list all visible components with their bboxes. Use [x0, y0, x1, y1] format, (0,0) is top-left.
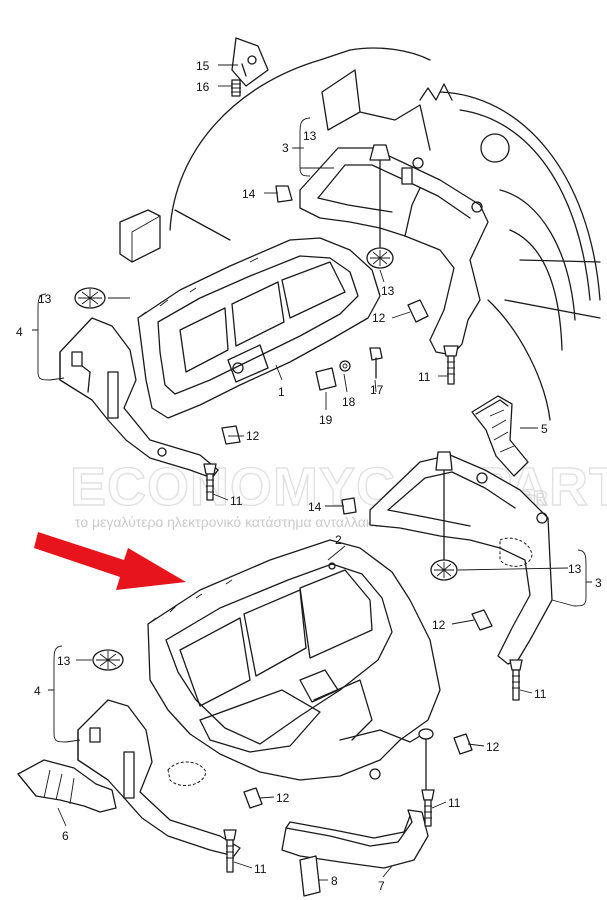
callout-1: 1	[278, 385, 285, 399]
clip-8	[299, 855, 321, 897]
callout-14: 14	[308, 500, 322, 514]
callout-13: 13	[381, 284, 395, 298]
callout-16: 16	[196, 80, 210, 94]
callout-5: 5	[541, 422, 548, 436]
air-duct-5	[471, 395, 529, 477]
callout-19: 19	[319, 413, 333, 427]
callout-7: 7	[378, 879, 385, 893]
callout-12: 12	[276, 791, 290, 805]
callout-4: 4	[34, 684, 41, 698]
callout-12: 12	[486, 740, 500, 754]
red-arrow-indicator	[34, 532, 186, 590]
side-bracket-upper	[299, 144, 489, 356]
callout-14: 14	[242, 187, 256, 201]
callout-13: 13	[57, 654, 71, 668]
fasteners-lower	[223, 728, 473, 873]
underbody-panel-1	[137, 237, 381, 419]
callout-3: 3	[282, 141, 289, 155]
callout-11: 11	[448, 796, 461, 810]
callout-11: 11	[230, 494, 243, 508]
bracket-15	[231, 37, 269, 97]
callout-11: 11	[534, 687, 547, 701]
callout-2: 2	[335, 533, 342, 547]
side-bracket-4-lower	[77, 649, 241, 857]
callout-12: 12	[372, 311, 386, 325]
air-duct-6	[17, 759, 117, 813]
side-bracket-4-upper	[59, 317, 219, 479]
callout-8: 8	[331, 874, 338, 888]
callout-labels: 15 16 13 3 14 13 12 4 13 1 17 18 19 11 1…	[16, 59, 602, 893]
callout-18: 18	[342, 395, 356, 409]
fasteners-upper	[74, 287, 459, 501]
callout-6: 6	[62, 829, 69, 843]
callout-11: 11	[418, 370, 431, 384]
callout-13: 13	[303, 129, 317, 143]
callout-11: 11	[254, 862, 267, 876]
callout-15: 15	[196, 59, 210, 73]
callout-13: 13	[568, 562, 582, 576]
clip-14-upper	[275, 185, 293, 203]
watermark-tagline: το μεγαλύτερο ηλεκτρονικό κατάστημα αντα…	[75, 514, 406, 530]
callout-4: 4	[16, 325, 23, 339]
callout-12: 12	[432, 618, 446, 632]
callout-13: 13	[38, 292, 52, 306]
body-outline	[119, 47, 601, 421]
side-bracket-3-lower	[341, 451, 553, 701]
underbody-panel-2	[147, 539, 441, 787]
leader-lines	[32, 64, 592, 881]
callout-3: 3	[595, 576, 602, 590]
callout-12: 12	[246, 429, 260, 443]
callout-17: 17	[370, 383, 384, 397]
